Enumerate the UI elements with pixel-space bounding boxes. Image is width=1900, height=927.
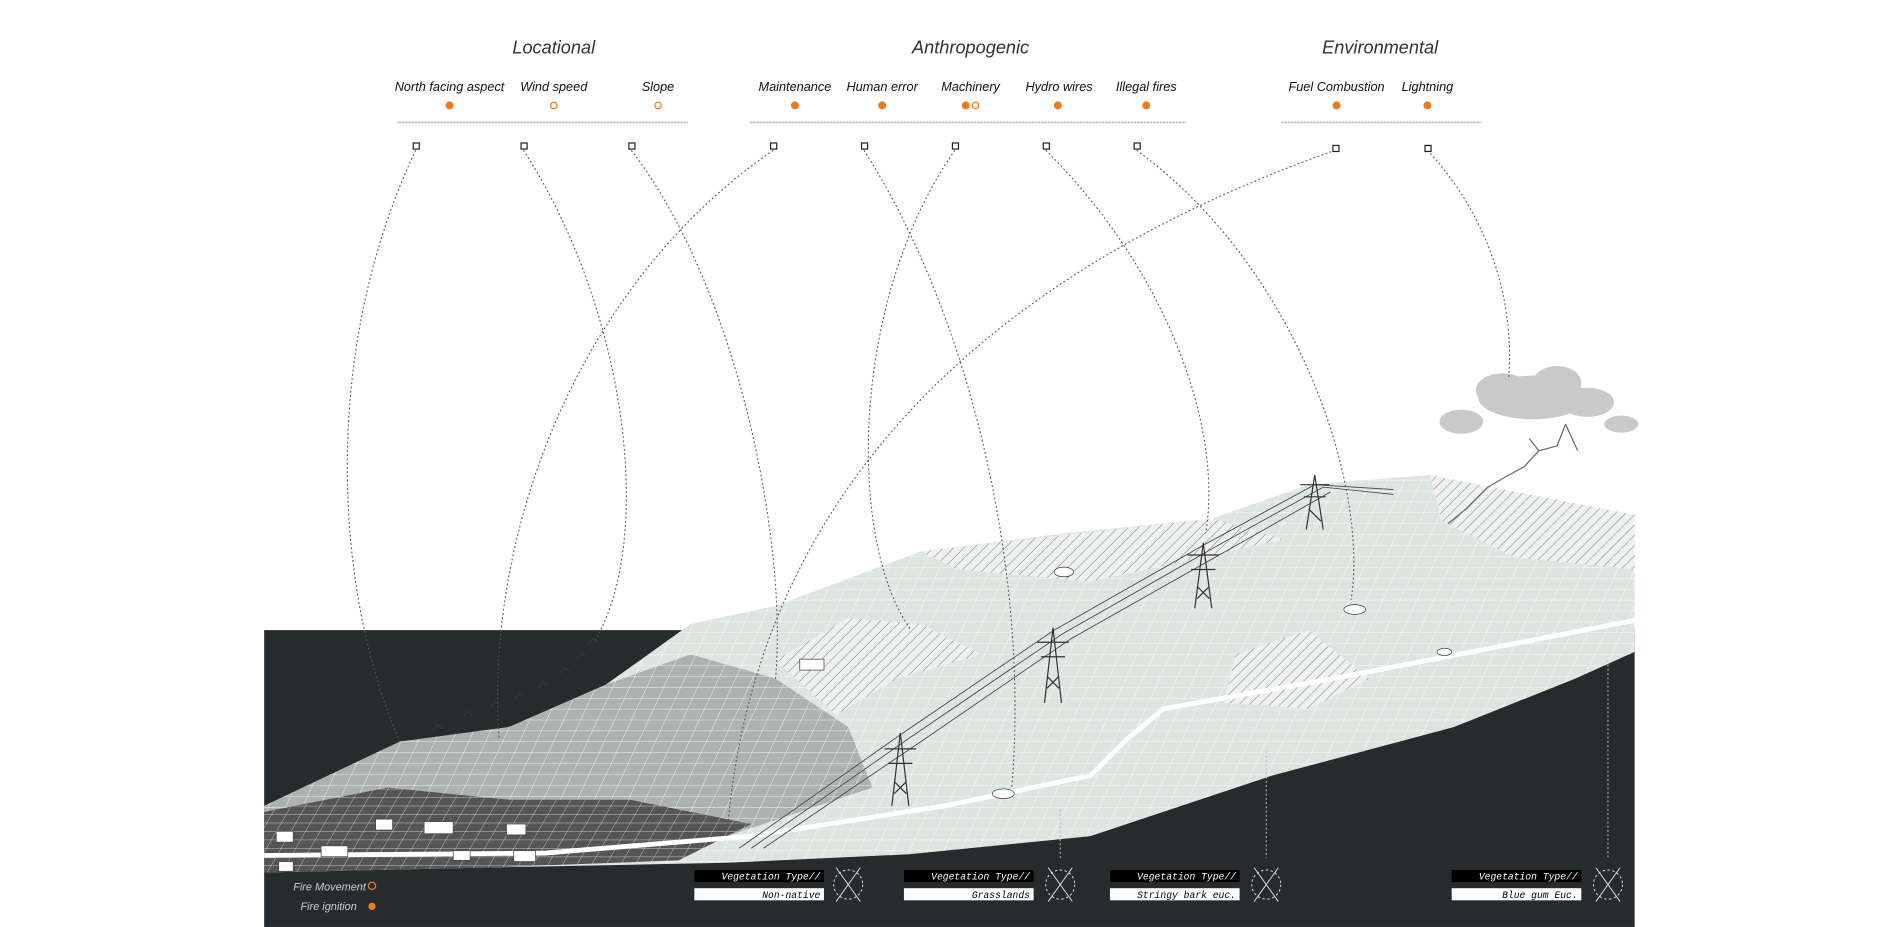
rock-icon [992, 788, 1015, 799]
vegetation-tag-blue-gum: Vegetation Type// Blue gum Euc. [1451, 867, 1623, 902]
ignition-dot-icon [1332, 101, 1341, 110]
no-fire-circle-icon [1592, 867, 1623, 902]
ignition-dot-icon [1053, 101, 1062, 110]
pylon-icon [1037, 627, 1069, 703]
house-icon [513, 850, 536, 862]
no-fire-circle-icon [1045, 867, 1076, 902]
ignition-dot-icon [1142, 101, 1151, 110]
leader-line [523, 149, 627, 643]
leader-line [726, 149, 1336, 837]
factor-north-facing-aspect: North facing aspect [395, 79, 505, 94]
category-title-locational: Locational [512, 37, 596, 57]
pylon-icon [1300, 474, 1330, 530]
factor-fuel-combustion: Fuel Combustion [1288, 79, 1384, 94]
house-icon [320, 845, 349, 858]
legend: Fire Movement Fire ignition [293, 881, 377, 913]
vegetation-heading: Vegetation Type// [1137, 872, 1237, 883]
factor-anchor-squares [412, 142, 1432, 153]
factor-markers [445, 101, 1432, 110]
storm-cloud-icon [1439, 365, 1639, 434]
leader-line [1427, 149, 1511, 379]
houses [275, 566, 1453, 872]
pylons [884, 474, 1330, 806]
legend-fire-movement: Fire Movement [293, 882, 367, 894]
leader-line [630, 149, 778, 679]
factor-illegal-fires: Illegal fires [1116, 79, 1177, 94]
category-title-environmental: Environmental [1322, 37, 1439, 57]
house-icon [375, 818, 393, 831]
ignition-dot-icon [961, 101, 970, 110]
category-headers: Locational Anthropogenic Environmental [512, 37, 1439, 57]
no-fire-circle-icon [1251, 867, 1282, 902]
vegetation-heading: Vegetation Type// [931, 872, 1031, 883]
leader-line [867, 149, 956, 631]
rock-icon [1343, 604, 1366, 615]
factor-hydro-wires: Hydro wires [1025, 79, 1093, 94]
movement-circle-icon [654, 101, 662, 110]
hydro-lines [738, 484, 1394, 849]
category-title-anthropogenic: Anthropogenic [911, 37, 1029, 57]
leader-lines [346, 149, 1609, 858]
house-icon [278, 861, 294, 872]
leader-line [863, 149, 1016, 788]
factor-human-error: Human error [846, 79, 918, 94]
leader-line [1045, 149, 1210, 534]
ignition-dot-icon [1423, 101, 1432, 110]
house-icon [506, 823, 527, 836]
factor-slope: Slope [642, 79, 675, 94]
vegetation-tag-stringy-bark: Vegetation Type// Stringy bark euc. [1109, 867, 1282, 902]
rock-icon [1436, 647, 1453, 656]
legend-fire-ignition: Fire ignition [301, 901, 357, 913]
factor-maintenance: Maintenance [758, 79, 831, 94]
vegetation-tag-grasslands: Vegetation Type// Grasslands [903, 867, 1076, 902]
ignition-dot-icon [878, 101, 887, 110]
hatched-area [775, 617, 982, 715]
factor-machinery: Machinery [941, 79, 1000, 94]
pylon-icon [884, 733, 917, 806]
hatched-area [1429, 475, 1635, 570]
pylon-icon [1187, 542, 1220, 609]
rock-icon [1053, 566, 1074, 578]
ignition-dot-icon [368, 902, 376, 911]
hatched-area [920, 518, 1285, 582]
factor-wind-speed: Wind speed [520, 79, 588, 94]
leader-line [1136, 149, 1355, 600]
movement-circle-icon [367, 881, 377, 891]
wind-chevrons [431, 637, 598, 732]
no-fire-circle-icon [833, 867, 864, 902]
movement-circle-icon [971, 101, 980, 110]
ignition-dot-icon [445, 101, 454, 110]
movement-circle-icon [550, 101, 558, 110]
house-icon [423, 821, 454, 835]
house-icon [275, 830, 294, 843]
leader-line [346, 150, 417, 742]
vegetation-heading: Vegetation Type// [1479, 872, 1579, 883]
house-icon [452, 850, 471, 861]
road [264, 618, 1636, 858]
vegetation-value: Non-native [762, 890, 820, 901]
house-icon [799, 658, 825, 671]
ignition-dot-icon [790, 101, 799, 110]
vegetation-tag-non-native: Vegetation Type// Non-native [694, 867, 864, 902]
vegetation-heading: Vegetation Type// [722, 872, 822, 883]
factor-labels: North facing aspect Wind speed Slope Mai… [395, 79, 1453, 94]
vegetation-value: Stringy bark euc. [1137, 890, 1236, 901]
vegetation-value: Blue gum Euc. [1502, 890, 1578, 901]
factor-lightning: Lightning [1402, 79, 1454, 94]
vegetation-value: Grasslands [972, 890, 1030, 901]
lightning-bolt-icon [1447, 423, 1579, 524]
